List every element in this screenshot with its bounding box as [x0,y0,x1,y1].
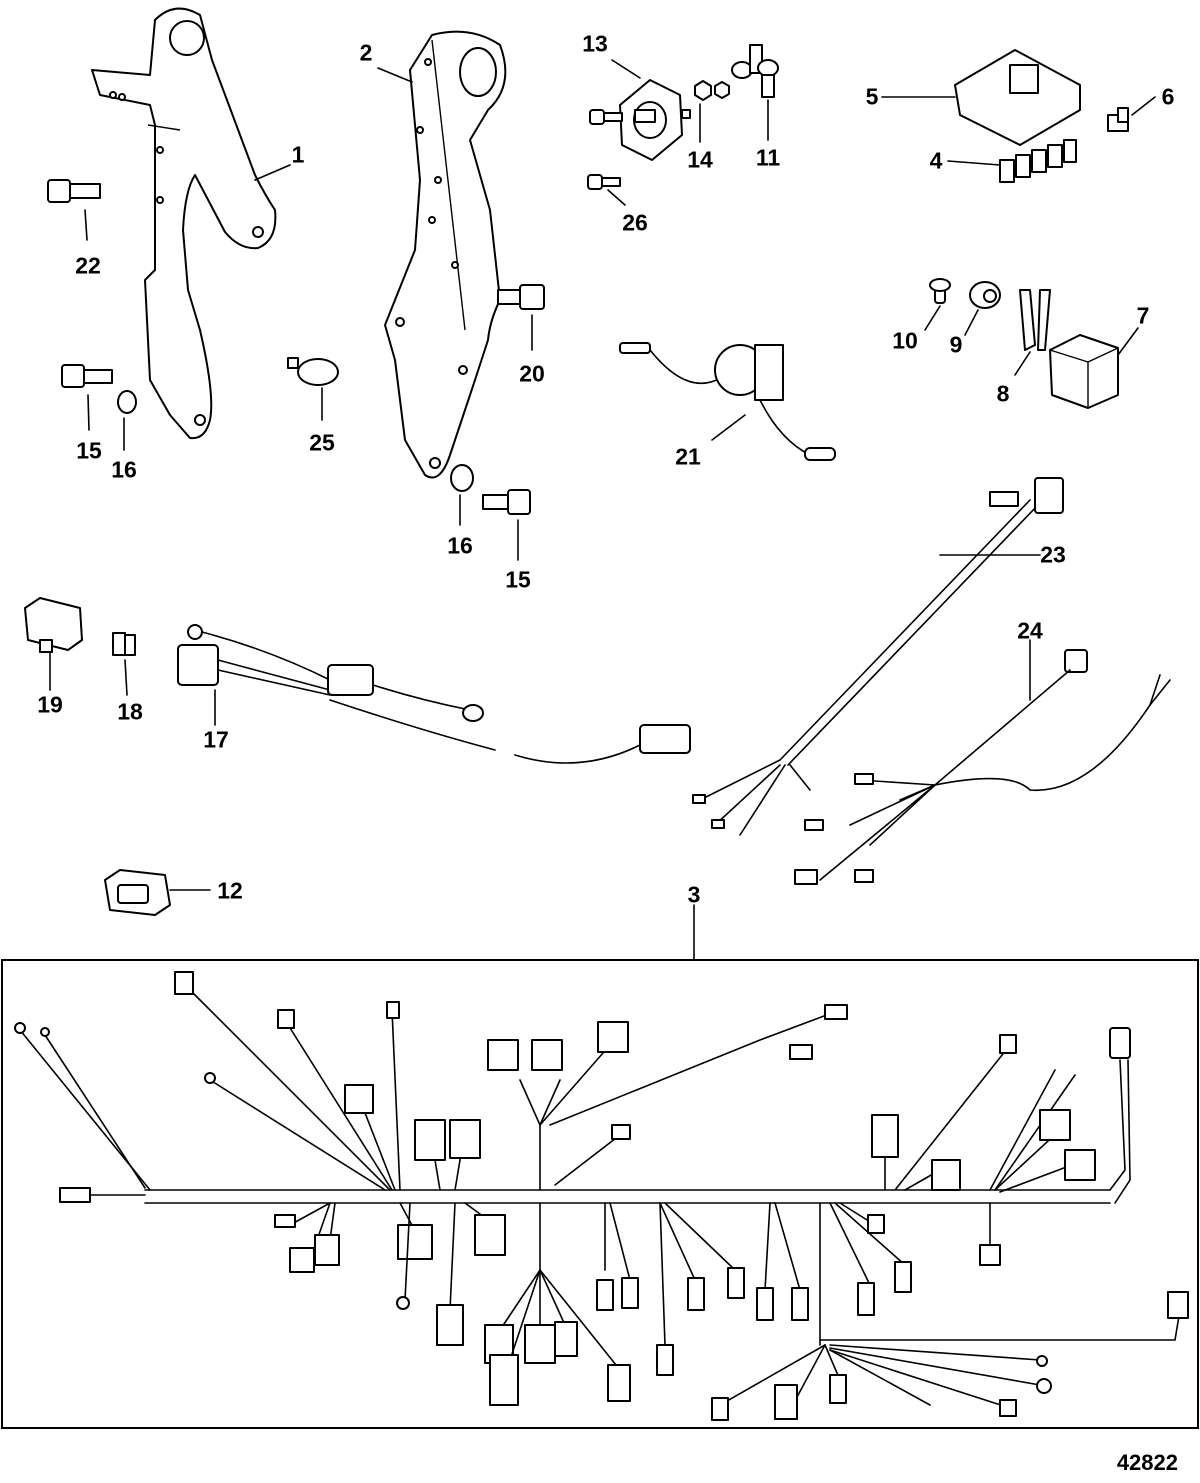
leader-18 [124,659,128,696]
callout-7: 7 [1136,302,1150,329]
part-22-bolt [47,179,101,203]
leader-15a [87,394,90,431]
part-23-harness [692,477,1064,836]
leader-13 [611,59,641,79]
figure-number: 42822 [1116,1450,1178,1475]
part-11-terminals [731,44,779,98]
leader-7 [1117,327,1139,356]
callout-25: 25 [309,429,335,456]
harness-frame [1,959,1199,1429]
callout-13: 13 [582,30,608,57]
part-6-clip [1107,107,1129,132]
part-16-washer-left [117,390,137,414]
leader-10 [924,305,941,331]
part-12-connector [104,869,171,916]
callout-18: 18 [117,698,143,725]
leader-21 [711,414,746,441]
callout-15-left: 15 [76,437,102,464]
callout-15-right: 15 [505,566,531,593]
part-26-screw [587,109,623,190]
callout-16-left: 16 [111,456,137,483]
leader-22 [84,209,88,241]
callout-3: 3 [687,881,701,908]
part-7-relay [1049,334,1119,409]
part-2-bracket [384,30,507,479]
callout-4: 4 [929,147,943,174]
leader-26 [607,189,626,206]
leader-9 [964,309,979,336]
part-15-bolt-left [61,364,113,388]
callout-8: 8 [996,380,1010,407]
callout-6: 6 [1161,83,1175,110]
part-21-sensor [619,342,836,461]
part-18-fuse [112,632,136,656]
callout-24: 24 [1017,617,1043,644]
callout-2: 2 [359,39,373,66]
callout-9: 9 [949,331,963,358]
part-8-bracket [1019,289,1051,351]
part-3-main-harness [14,971,1189,1421]
part-14-nut [694,80,730,101]
part-19-module [24,597,83,653]
part-9-grommet [969,281,1001,309]
leader-1 [254,164,291,181]
part-1-bracket [91,7,277,440]
callout-5: 5 [865,83,879,110]
leader-6 [1131,96,1156,116]
callout-21: 21 [675,443,701,470]
callout-22: 22 [75,252,101,279]
part-4-fuses [999,139,1077,183]
callout-17: 17 [203,726,229,753]
part-24-harness [794,649,1171,885]
callout-20: 20 [519,360,545,387]
callout-11: 11 [755,144,781,171]
callout-12: 12 [217,877,243,904]
part-16-washer-right [450,464,474,492]
part-25-clamp [287,357,339,386]
part-15-bolt-right [482,489,531,515]
part-10-pin [929,278,951,304]
part-13-switch [619,79,691,161]
callout-19: 19 [37,691,63,718]
callout-10: 10 [892,327,918,354]
part-20-bolt [497,284,545,310]
part-5-fuse-block [954,49,1081,146]
part-17-harness [177,624,691,764]
callout-16-right: 16 [447,532,473,559]
leader-4 [947,160,1001,166]
leader-2 [377,67,413,83]
callout-1: 1 [291,141,305,168]
leader-8 [1014,351,1031,376]
callout-26: 26 [622,209,648,236]
callout-23: 23 [1040,541,1066,568]
callout-14: 14 [687,146,713,173]
